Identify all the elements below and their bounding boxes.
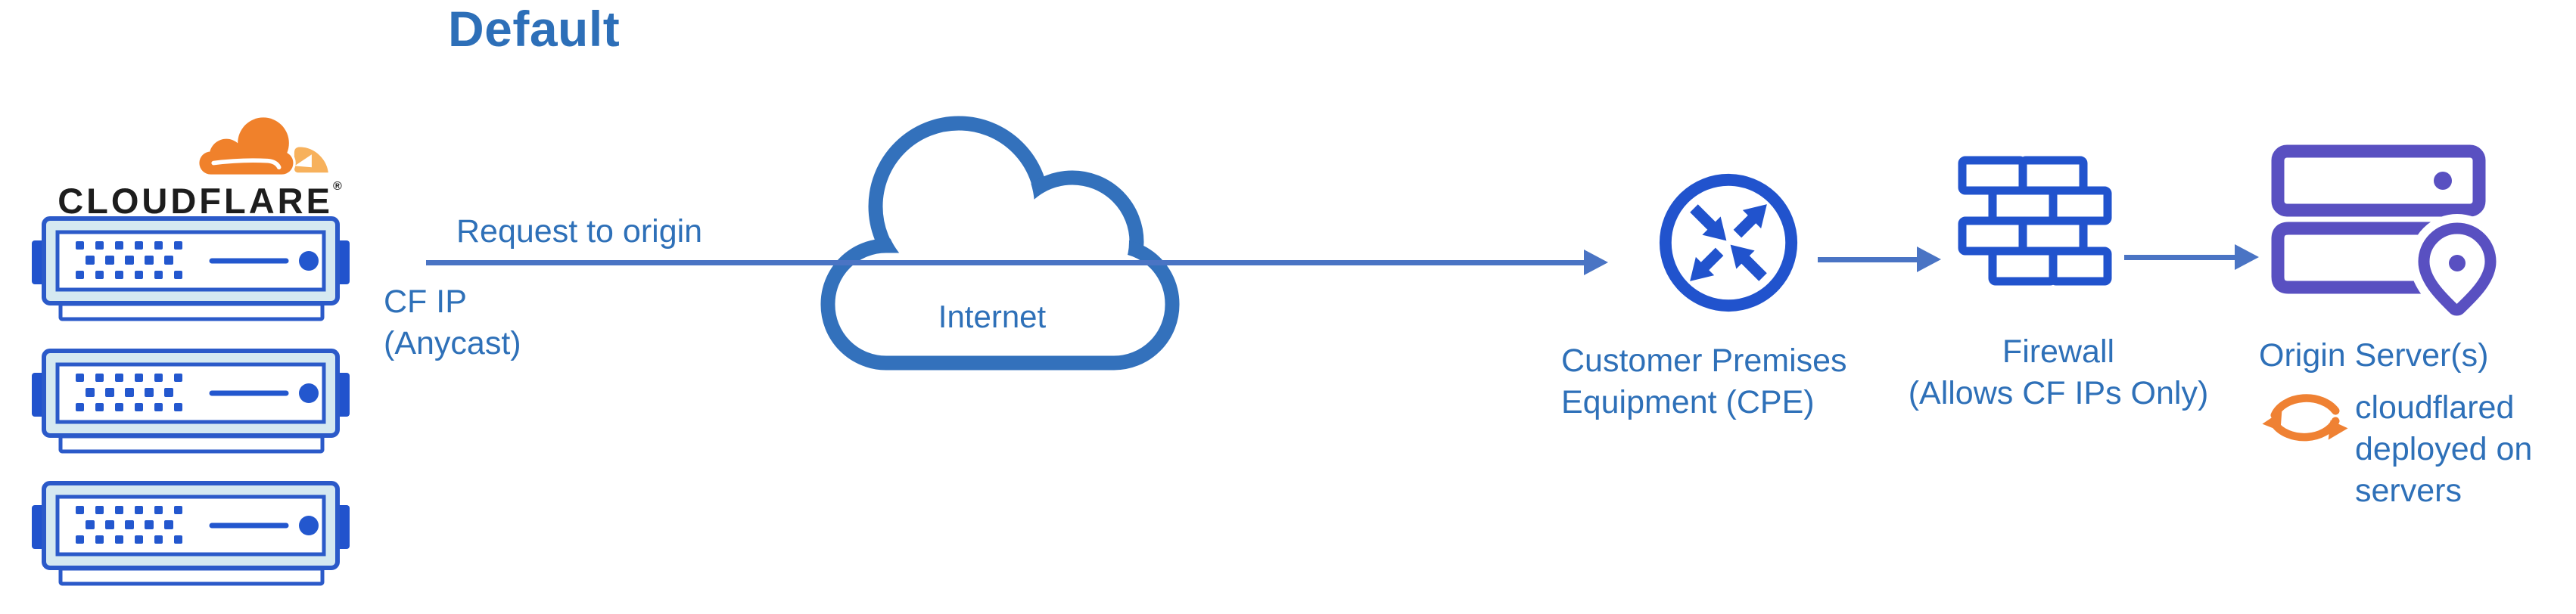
firewall-to-origin-arrow-head (2235, 244, 2259, 270)
brand-text: CLOUDFLARE (58, 181, 333, 221)
server-rack-icon (32, 216, 350, 324)
logo-light-notch (294, 154, 312, 168)
logo-dark-cloud-fill (199, 117, 294, 175)
page-title: Default (448, 1, 621, 57)
cpe-label: Customer Premises Equipment (CPE) (1561, 343, 1847, 421)
firewall-label: Firewall (Allows CF IPs Only) (1884, 331, 2232, 414)
origin-server-icon (2270, 144, 2497, 333)
cpe-to-firewall-line (1818, 257, 1918, 262)
firewall-name: Firewall (2002, 333, 2115, 370)
request-arrow-line (426, 260, 1585, 265)
cpe-router-icon (1654, 168, 1803, 318)
cf-ip-anycast-label: CF IP (Anycast) (384, 281, 521, 364)
registered-mark: ® (332, 180, 342, 193)
cloudflare-wordmark: CLOUDFLARE® (44, 180, 356, 222)
origin-servers-label: Origin Server(s) (2259, 337, 2489, 374)
sync-arrows-icon (2259, 382, 2351, 451)
server-rack-icon (32, 481, 350, 588)
server-rack-icon (32, 349, 350, 456)
anycast-line: (Anycast) (384, 325, 521, 362)
cf-ip-line: CF IP (384, 284, 467, 320)
request-arrow-head (1584, 250, 1608, 275)
internet-label: Internet (938, 299, 1047, 334)
logo-slit (211, 158, 282, 170)
cloudflare-logo-icon (189, 110, 338, 181)
firewall-icon (1956, 155, 2112, 302)
cpe-to-firewall-arrow-head (1917, 247, 1941, 272)
cloudflared-note: cloudflared deployed on servers (2355, 389, 2533, 510)
internet-cloud-icon (819, 110, 1190, 374)
firewall-qualifier: (Allows CF IPs Only) (1908, 375, 2209, 412)
request-to-origin-label: Request to origin (456, 213, 703, 250)
firewall-to-origin-line (2124, 255, 2236, 260)
